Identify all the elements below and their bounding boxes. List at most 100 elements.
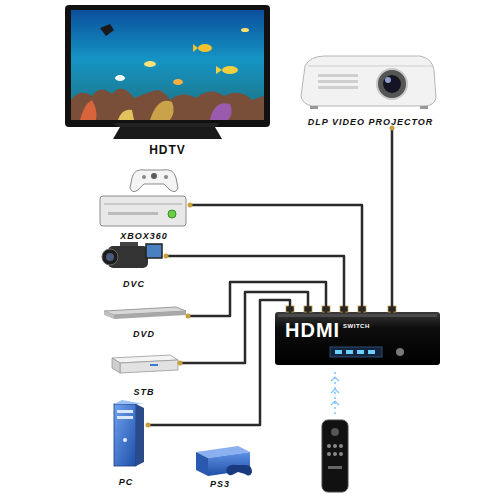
- device-label: PS3: [210, 479, 230, 490]
- switch-label: SWITCH: [343, 323, 370, 329]
- xbox360-device: XBOX360: [98, 166, 190, 242]
- projector-illustration-part: [301, 56, 436, 106]
- hdtv-illustration-part: [65, 5, 270, 127]
- pc-tower-illustration-part: [114, 400, 144, 404]
- set-top-box-illustration-part: [120, 360, 178, 373]
- xbox360-illustration-part: [108, 212, 158, 215]
- remote-control-illustration-part: [327, 444, 331, 448]
- pc-tower-illustration-part: [123, 438, 127, 442]
- device-label: STB: [134, 387, 155, 398]
- switch-brand: HDMI: [285, 320, 340, 340]
- cable-plug: [164, 254, 169, 259]
- camcorder-device: DVC: [102, 238, 166, 290]
- pc-device: PC: [104, 400, 148, 488]
- projector-illustration-part: [310, 106, 318, 109]
- projector-illustration-part: [318, 74, 358, 77]
- device-label: PC: [119, 477, 134, 488]
- hdtv-illustration-part: [241, 28, 249, 32]
- remote-control-illustration-part: [333, 452, 337, 456]
- device-label: DLP VIDEO PROJECTOR: [308, 117, 434, 128]
- hdmi-switch-body-part: [275, 312, 440, 365]
- hdtv-illustration-part: [71, 89, 264, 120]
- projector-illustration-part: [318, 80, 358, 83]
- projector-device: DLP VIDEO PROJECTOR: [298, 50, 443, 128]
- projector-illustration-part: [420, 106, 428, 109]
- hdmi-port: [286, 306, 396, 312]
- hdtv-illustration-part: [113, 123, 220, 127]
- xbox360-illustration-part: [151, 173, 157, 179]
- projector-illustration-part: [383, 75, 401, 93]
- camcorder-illustration-part: [102, 249, 118, 265]
- remote-control-illustration-part: [331, 428, 339, 436]
- set-top-box-illustration-part: [112, 358, 120, 373]
- remote-control-illustration-part: [333, 444, 337, 448]
- hdmi-switch-body-part: [278, 314, 437, 317]
- cable-plug: [178, 361, 183, 366]
- cable-plug: [146, 423, 151, 428]
- hdmi-switch-body: [275, 312, 440, 365]
- hdtv-illustration-part: [193, 44, 198, 52]
- hdtv-illustration-part: [144, 61, 156, 67]
- pc-tower-illustration-part: [117, 416, 133, 419]
- set-top-box-illustration-part: [150, 364, 158, 366]
- remote-control-illustration-part: [339, 452, 343, 456]
- hdtv-illustration-part: [216, 66, 222, 74]
- hdmi-switch-body-part: [396, 348, 404, 356]
- hdmi-switch-body-part: [346, 350, 353, 354]
- hdmi-cable: [166, 256, 344, 312]
- hdtv-illustration-part: [150, 101, 174, 120]
- remote-control-illustration-part: [328, 466, 342, 469]
- hdmi-switch-body-part: [368, 350, 375, 354]
- pc-tower-illustration-part: [114, 404, 136, 466]
- device-label: XBOX360: [120, 231, 168, 242]
- hdmi-switch-box: HDMISWITCH: [275, 312, 440, 365]
- remote-control-illustration-part: [327, 452, 331, 456]
- projector-illustration: [301, 56, 436, 109]
- xbox360-illustration-part: [100, 196, 186, 226]
- xbox360-illustration-part: [130, 170, 178, 192]
- device-label: DVD: [133, 329, 155, 340]
- projector-illustration-part: [385, 77, 391, 83]
- dvd-player-illustration-part: [114, 311, 186, 319]
- projector-illustration-part: [308, 66, 432, 67]
- hdmi-switch-body-part: [335, 350, 342, 354]
- camcorder-illustration: [102, 242, 162, 268]
- camcorder-illustration-part: [146, 244, 162, 258]
- xbox360-illustration-part: [164, 175, 168, 179]
- remote-control-illustration-part: [339, 444, 343, 448]
- hdtv-illustration-part: [80, 100, 97, 120]
- pc-tower-illustration-part: [136, 404, 144, 466]
- hdtv-illustration: [65, 5, 270, 139]
- ps3-illustration-part: [226, 465, 252, 476]
- infrared-signal-part: [331, 389, 339, 393]
- hdtv-illustration-part: [118, 110, 134, 120]
- hdtv-illustration-part: [173, 79, 183, 85]
- device-label: HDTV: [149, 143, 186, 158]
- remote-control-illustration-part: [322, 420, 348, 492]
- hdmi-cable: [190, 205, 362, 312]
- dvd-player-illustration: [104, 307, 186, 319]
- projector-illustration-part: [318, 86, 358, 89]
- cable-plug: [188, 203, 193, 208]
- cable-plug: [186, 314, 191, 319]
- hdtv-illustration-part: [71, 10, 264, 120]
- xbox360-illustration-part: [142, 175, 146, 179]
- pc-tower-illustration-part: [117, 410, 133, 413]
- hdtv-device: HDTV: [65, 5, 270, 158]
- hdmi-switch-body-part: [357, 350, 364, 354]
- hdtv-illustration-part: [210, 103, 232, 120]
- stb-device: STB: [108, 352, 180, 398]
- hdtv-illustration-part: [222, 66, 238, 74]
- dvd-player-illustration-part: [104, 311, 114, 319]
- set-top-box-illustration: [112, 355, 178, 373]
- dvd-device: DVD: [100, 302, 188, 340]
- xbox360-illustration-part: [104, 204, 182, 205]
- device-label: DVC: [123, 279, 145, 290]
- hdtv-illustration-part: [198, 44, 212, 52]
- ps3-illustration-part: [196, 452, 208, 476]
- xbox360-illustration-part: [168, 210, 176, 218]
- remote-control-illustration: [322, 420, 348, 492]
- projector-illustration-part: [377, 69, 407, 99]
